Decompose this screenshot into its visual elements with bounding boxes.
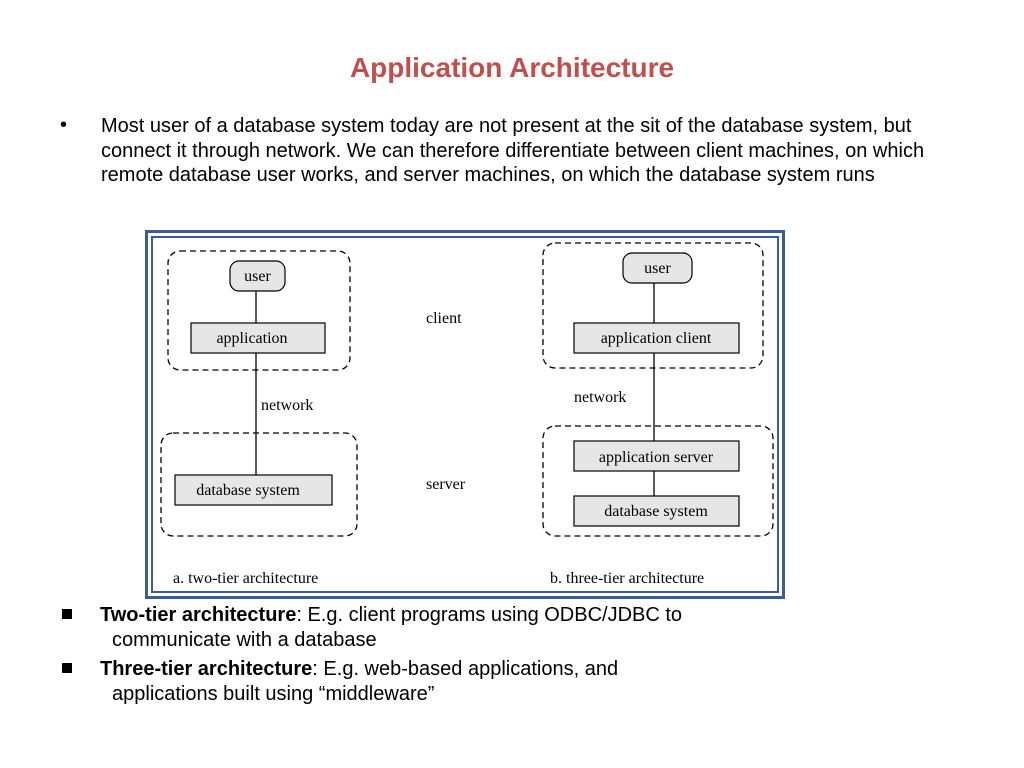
three-tier-separator: : [312, 658, 324, 680]
server-label: server [426, 476, 466, 493]
two-tier-line2: communicate with a database [112, 629, 377, 651]
three-tier-point: Three-tier architecture: E.g. web-based … [100, 657, 800, 707]
square-bullet-icon [62, 663, 72, 673]
two-tier-server-group [160, 432, 358, 537]
architecture-diagram: user application network database system… [160, 242, 774, 587]
three-tier-network-label: network [574, 389, 626, 406]
three-tier-line1: E.g. web-based applications, and [323, 658, 619, 680]
client-label: client [426, 310, 462, 327]
three-tier-term: Three-tier architecture [100, 658, 313, 680]
three-tier-line2: applications built using “middleware” [112, 683, 435, 705]
three-tier-server-group [542, 425, 774, 537]
two-tier-line1: E.g. client programs using ODBC/JDBC to [307, 604, 683, 626]
two-tier-term: Two-tier architecture [100, 604, 297, 626]
three-tier-caption: b. three-tier architecture [550, 570, 704, 587]
two-tier-separator: : [296, 604, 308, 626]
bullet-marker: • [60, 114, 68, 136]
slide-title: Application Architecture [349, 52, 675, 83]
two-tier-user-node [229, 260, 286, 292]
two-tier-application-box [190, 322, 326, 354]
three-tier-application-client-box [573, 322, 740, 354]
two-tier-database-box [174, 474, 333, 506]
three-tier-application-server-box [573, 440, 740, 472]
three-tier-database-box [573, 495, 740, 527]
three-tier-application-server-label: application server [599, 449, 714, 466]
two-tier-application-label: application [216, 330, 287, 347]
two-tier-network-label: network [261, 397, 313, 414]
two-tier-caption: a. two-tier architecture [173, 570, 318, 587]
three-tier-database-label: database system [604, 503, 708, 520]
two-tier-client-group [167, 250, 351, 371]
two-tier-point: Two-tier architecture: E.g. client progr… [100, 603, 800, 653]
three-tier-application-client-label: application client [601, 330, 712, 347]
three-tier-user-node [622, 252, 693, 284]
square-bullet-icon [62, 609, 72, 619]
three-tier-user-label: user [644, 260, 671, 277]
three-tier-client-group [542, 242, 764, 369]
two-tier-user-label: user [244, 268, 271, 285]
architecture-figure: user application network database system… [145, 230, 785, 599]
intro-text: Most user of a database system today are… [101, 115, 925, 186]
two-tier-database-label: database system [196, 482, 300, 499]
